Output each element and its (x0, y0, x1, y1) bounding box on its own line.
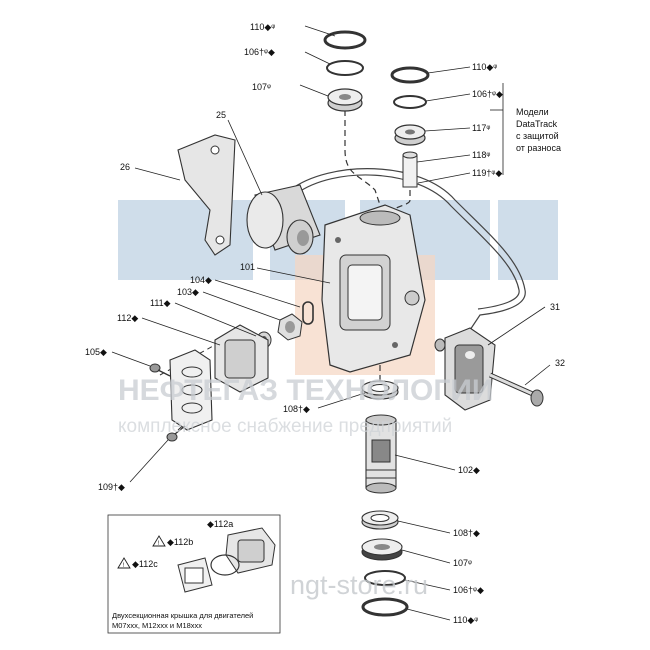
seal-107-top (327, 88, 363, 112)
svg-text:!: ! (158, 541, 160, 547)
bolt-32 (488, 372, 544, 407)
note-line-4: от разноса (516, 143, 561, 153)
label-102: 102◆ (458, 465, 480, 475)
bracket-26 (177, 134, 236, 256)
label-101: 101 (240, 262, 255, 272)
inset-box (107, 514, 281, 634)
label-119: 119†ᵠ◆ (472, 168, 502, 178)
label-31: 31 (550, 302, 560, 312)
label-107-low: 107ᵠ (453, 558, 472, 568)
label-105: 105◆ (85, 347, 107, 357)
valve-cartridge-102 (365, 414, 397, 494)
label-117: 117ᵠ (472, 123, 490, 133)
ring-110-right (390, 66, 430, 84)
inset-label-112a: ◆112a (207, 519, 233, 529)
label-110-right: 110◆ᵠ (472, 62, 497, 72)
label-106-top: 106†ᵠ◆ (244, 47, 275, 57)
oring-106-top (326, 60, 364, 76)
inset-caption-1: Двухсекционная крышка для двигателей (112, 611, 253, 620)
inset-label-112c: ◆112c (132, 559, 158, 569)
label-111: 111◆ (150, 298, 171, 308)
watermark-subtitle: комплексное снабжение предприятий (118, 416, 452, 437)
watermark-title: НЕФТЕГАЗ ТЕХНОЛОГИИ (118, 374, 494, 407)
cover-112 (169, 324, 269, 431)
label-106-right: 106†ᵠ◆ (472, 89, 503, 99)
seal-107-low (361, 538, 403, 561)
solenoid-25 (246, 184, 321, 255)
label-107-top: 107ᵠ (252, 82, 271, 92)
watermark-url: ngt-store.ru (290, 570, 428, 600)
note-line-1: Модели (516, 107, 549, 117)
label-26: 26 (120, 162, 130, 172)
label-112: 112◆ (117, 313, 138, 323)
screw-105 (149, 363, 171, 377)
clip-104 (302, 301, 314, 325)
leader-lines (111, 25, 551, 621)
label-32: 32 (555, 358, 565, 368)
ring-110-low (361, 597, 409, 617)
svg-text:!: ! (123, 563, 125, 569)
bushing-108-mid (361, 380, 399, 400)
seal-117 (394, 124, 426, 146)
label-103: 103◆ (177, 287, 199, 297)
label-25: 25 (216, 110, 226, 120)
label-109: 109†◆ (98, 482, 125, 492)
inset-caption-2: M07xxx, M12xxx и M18xxx (112, 621, 202, 630)
sensor-31 (434, 327, 496, 411)
ring-110-top (323, 30, 367, 50)
warning-icon: ! (117, 557, 131, 569)
oring-106-right (393, 95, 427, 109)
note-line-2: DataTrack (516, 119, 558, 129)
label-110-top: 110◆ᵠ (250, 22, 275, 32)
nut-103 (277, 313, 303, 341)
label-110-low: 110◆ᵠ (453, 615, 478, 625)
label-108-low: 108†◆ (453, 528, 480, 538)
screw-109 (166, 425, 186, 442)
note-line-3: с защитой (516, 131, 559, 141)
label-106-low: 106†ᵠ◆ (453, 585, 484, 595)
warning-icon: ! (152, 535, 166, 547)
inset-label-112b: ◆112b (167, 537, 193, 547)
label-108-mid: 108†◆ (283, 404, 310, 414)
oring-106-low (364, 570, 406, 586)
housing-101 (321, 204, 426, 373)
pin-118 (402, 151, 418, 188)
label-104: 104◆ (190, 275, 212, 285)
label-118: 118ᵠ (472, 150, 490, 160)
bushing-108-low (361, 510, 399, 530)
